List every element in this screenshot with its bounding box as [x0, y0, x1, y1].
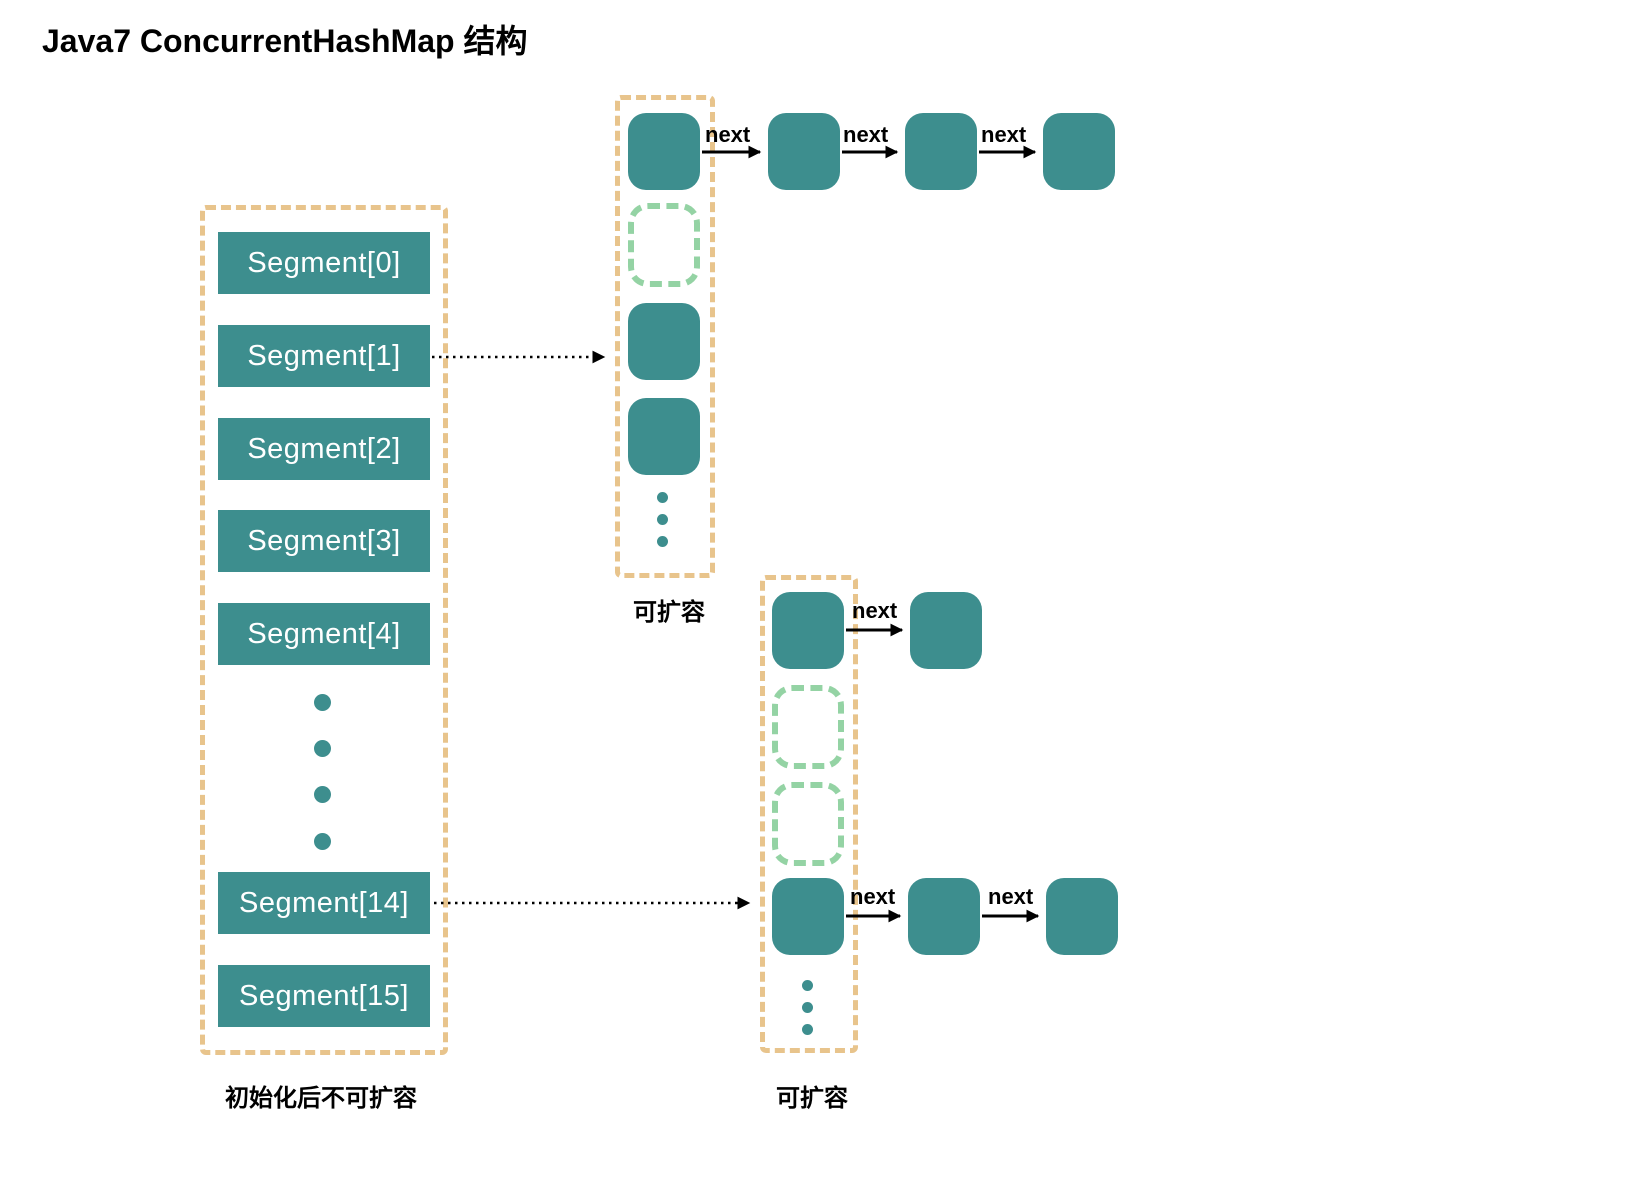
next-label: next	[981, 122, 1027, 147]
empty-slot	[628, 203, 700, 287]
hash-bucket-node	[628, 398, 700, 475]
ellipsis-dot	[657, 514, 668, 525]
ellipsis-dot	[314, 740, 331, 757]
ellipsis-dot	[314, 786, 331, 803]
list-entry-node	[910, 592, 982, 669]
ellipsis-dot	[314, 833, 331, 850]
segment-box-4: Segment[4]	[218, 603, 430, 665]
ellipsis-dot	[314, 694, 331, 711]
hashtable2-caption: 可扩容	[776, 1085, 848, 1112]
list-entry-node	[1046, 878, 1118, 955]
next-label: next	[988, 884, 1034, 909]
segment-box-3: Segment[3]	[218, 510, 430, 572]
segment-box-0: Segment[0]	[218, 232, 430, 294]
list-entry-node	[768, 113, 840, 190]
segment-array-caption: 初始化后不可扩容	[225, 1085, 417, 1112]
ellipsis-dot	[802, 1002, 813, 1013]
segment-box-15: Segment[15]	[218, 965, 430, 1027]
hashtable1-caption: 可扩容	[633, 599, 705, 626]
ellipsis-dot	[802, 1024, 813, 1035]
ellipsis-dot	[802, 980, 813, 991]
empty-slot	[772, 685, 844, 769]
hash-bucket-node	[772, 592, 844, 669]
ellipsis-dot	[657, 492, 668, 503]
hash-bucket-node	[628, 113, 700, 190]
hash-bucket-node	[628, 303, 700, 380]
next-label: next	[852, 598, 898, 623]
list-entry-node	[1043, 113, 1115, 190]
list-entry-node	[905, 113, 977, 190]
segment-box-14: Segment[14]	[218, 872, 430, 934]
segment-box-2: Segment[2]	[218, 418, 430, 480]
page-title: Java7 ConcurrentHashMap 结构	[42, 23, 528, 59]
hash-bucket-node	[772, 878, 844, 955]
next-label: next	[850, 884, 896, 909]
next-label: next	[705, 122, 751, 147]
list-entry-node	[908, 878, 980, 955]
segment-box-1: Segment[1]	[218, 325, 430, 387]
empty-slot	[772, 782, 844, 866]
next-label: next	[843, 122, 889, 147]
ellipsis-dot	[657, 536, 668, 547]
